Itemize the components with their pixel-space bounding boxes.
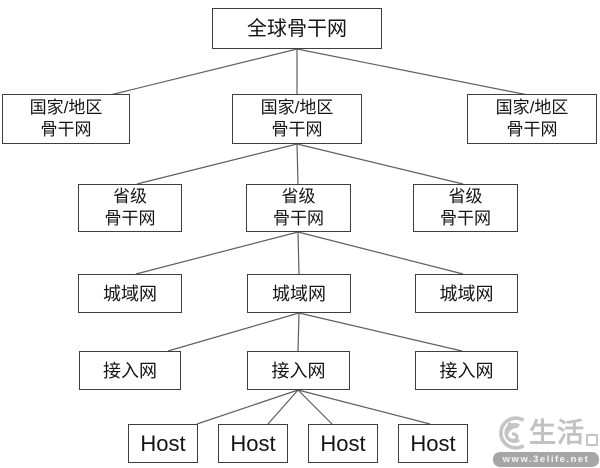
node-access-network-3: 接入网 [415, 351, 518, 390]
node-label: 城域网 [272, 283, 326, 304]
node-label: 国家/地区 [495, 98, 569, 117]
node-provincial-backbone-1: 省级 骨干网 [78, 184, 182, 232]
node-label: 省级 [113, 187, 147, 206]
node-host-3: Host [308, 424, 378, 463]
connector-line [298, 312, 463, 352]
connector-line [297, 231, 300, 275]
node-label: 骨干网 [40, 120, 92, 139]
watermark-logo: 生活 [493, 413, 599, 453]
registered-mark-box [586, 434, 598, 446]
node-label: 全球骨干网 [247, 17, 347, 40]
watermark-brand-text: 生活 [529, 418, 585, 448]
node-national-backbone-2: 国家/地区 骨干网 [232, 94, 362, 144]
node-label: 接入网 [439, 360, 494, 381]
node-label: 骨干网 [506, 120, 558, 139]
connector-line [297, 389, 333, 425]
connector-line [267, 389, 299, 425]
node-provincial-backbone-2: 省级 骨干网 [246, 184, 351, 232]
node-national-backbone-1: 国家/地区 骨干网 [2, 94, 130, 144]
node-host-2: Host [218, 424, 288, 463]
connector-line [297, 231, 464, 275]
node-provincial-backbone-3: 省级 骨干网 [413, 184, 518, 232]
connector-line [297, 312, 300, 352]
node-national-backbone-3: 国家/地区 骨干网 [467, 94, 597, 144]
node-label: 骨干网 [271, 120, 323, 139]
node-label: 省级 [281, 187, 316, 206]
node-host-1: Host [128, 424, 198, 463]
node-label: 骨干网 [440, 209, 491, 228]
connector-line [109, 48, 298, 96]
node-label: 省级 [448, 187, 483, 206]
node-label: 国家/地区 [29, 98, 103, 117]
node-label: 国家/地区 [260, 98, 334, 117]
node-label: 城域网 [439, 283, 494, 304]
node-metro-network-1: 城域网 [78, 274, 182, 313]
connector-line [135, 231, 299, 275]
watermark-url: www.3elife.net [493, 452, 599, 467]
node-label: Host [230, 430, 276, 456]
node-host-4: Host [398, 424, 468, 463]
node-label: Host [410, 430, 456, 456]
swirl-logo-icon [499, 416, 525, 450]
connector-line [297, 389, 431, 425]
connector-line [196, 389, 299, 425]
connector-line [167, 312, 300, 352]
node-access-network-2: 接入网 [247, 351, 350, 390]
node-metro-network-3: 城域网 [415, 274, 518, 313]
node-label: Host [140, 430, 186, 456]
node-label: Host [320, 430, 366, 456]
connector-line [296, 143, 299, 185]
connector-line [296, 143, 464, 185]
node-label: 接入网 [103, 360, 157, 381]
node-label: 骨干网 [273, 209, 324, 228]
node-metro-network-2: 城域网 [247, 274, 351, 313]
watermark: 生活 www.3elife.net [493, 416, 599, 467]
node-label: 骨干网 [104, 209, 156, 228]
connector-line [296, 48, 529, 96]
connector-line [136, 143, 298, 185]
node-label: 接入网 [271, 360, 326, 381]
node-global-backbone: 全球骨干网 [212, 8, 382, 49]
node-label: 城域网 [103, 283, 157, 304]
node-access-network-1: 接入网 [79, 351, 181, 390]
